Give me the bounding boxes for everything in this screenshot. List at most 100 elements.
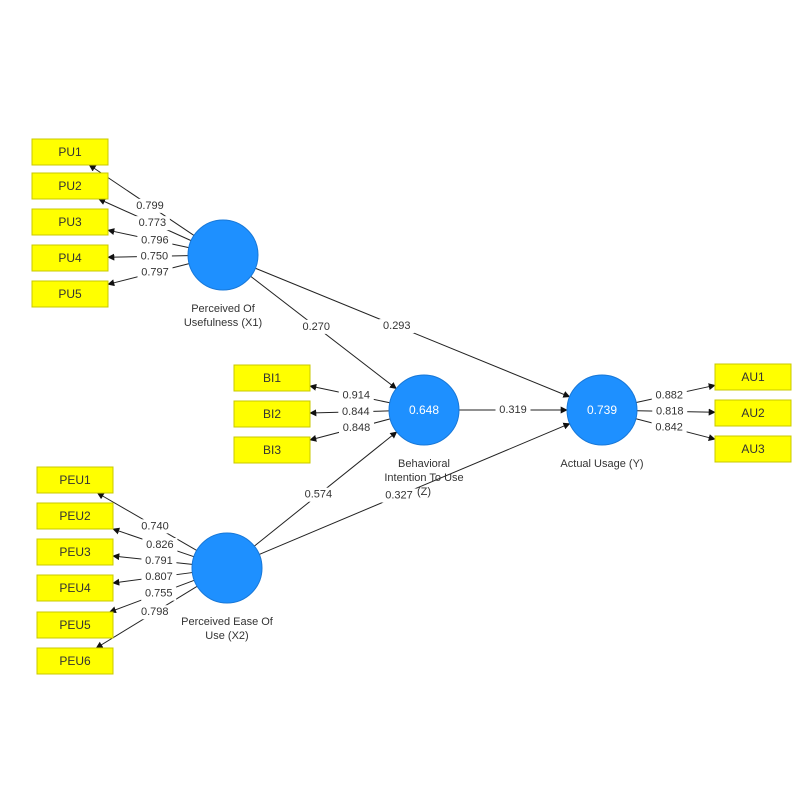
loading-label-peu6-bg [137,605,173,620]
latent-r2-value: 0.648 [409,403,439,417]
loading-label-peu1: 0.740 [141,520,169,532]
indicator-label: PU2 [58,179,82,193]
indicator-pu2[interactable]: PU2 [31,172,109,200]
indicator-pu5[interactable]: PU5 [31,280,109,308]
indicator-label: AU2 [741,406,765,420]
path-coef-x1-y-bg [379,319,415,334]
loading-label-pu2: 0.773 [139,217,167,229]
loading-label-peu5: 0.755 [145,588,173,600]
latent-name-line: Actual Usage (Y) [560,458,643,470]
loading-label-au2: 0.818 [656,405,684,417]
loading-label-peu2: 0.826 [146,539,174,551]
indicator-box [714,399,792,427]
indicator-box [31,172,109,200]
nodes-layer: PU1PU2PU3PU4PU5BI1BI2BI3PEU1PEU2PEU3PEU4… [31,138,792,675]
loading-label-peu1-bg [137,519,173,534]
latent-circle [388,374,460,446]
latent-circle [191,532,263,604]
indicator-label: AU1 [741,370,765,384]
latent-circle [187,219,259,291]
indicator-au1[interactable]: AU1 [714,363,792,391]
indicator-label: PU4 [58,251,82,265]
loading-label-pu4: 0.750 [141,250,169,262]
indicator-box [36,502,114,530]
latent-name-line: Perceived Ease Of [181,616,274,628]
path-coef-x2-z-bg [300,487,336,502]
loading-label-bi2-bg [338,404,374,419]
indicator-label: PU1 [58,145,82,159]
indicator-box [714,435,792,463]
indicator-au2[interactable]: AU2 [714,399,792,427]
path-coef-x1-z-bg [298,319,334,334]
indicator-label: BI3 [263,443,281,457]
loading-label-au3: 0.842 [655,421,683,433]
loading-label-au3-bg [651,420,687,435]
indicator-bi3[interactable]: BI3 [233,436,311,464]
indicator-peu6[interactable]: PEU6 [36,647,114,675]
loading-label-pu3: 0.796 [141,234,169,246]
latent-name-line: (Z) [417,486,431,498]
indicator-bi1[interactable]: BI1 [233,364,311,392]
indicator-box [31,244,109,272]
loading-label-pu5-bg [137,265,173,280]
indicator-label: PEU2 [59,509,91,523]
loading-label-pu1-bg [132,198,168,213]
indicator-box [36,574,114,602]
loading-label-peu3-bg [141,553,177,568]
indicator-label: PEU5 [59,618,91,632]
latent-x1[interactable]: Perceived Of Usefulness (X1) [184,219,262,329]
indicator-au3[interactable]: AU3 [714,435,792,463]
path-coef-x2-y: 0.327 [385,490,413,502]
loading-label-pu3-bg [137,233,173,248]
latent-name-line: Usefulness (X1) [184,317,262,329]
loading-label-au1: 0.882 [656,389,684,401]
indicator-label: PEU6 [59,654,91,668]
latent-name-line: Use (X2) [205,630,248,642]
indicator-peu2[interactable]: PEU2 [36,502,114,530]
indicator-pu3[interactable]: PU3 [31,208,109,236]
indicator-box [36,647,114,675]
latent-name-line: Behavioral [398,458,450,470]
latent-name-line: Intention To Use [384,472,463,484]
indicator-label: PU3 [58,215,82,229]
indicator-peu3[interactable]: PEU3 [36,538,114,566]
loading-label-peu3: 0.791 [145,555,173,567]
loading-label-au1-bg [651,388,687,403]
loading-label-pu1: 0.799 [136,200,164,212]
indicator-label: PU5 [58,287,82,301]
latent-x2[interactable]: Perceived Ease Of Use (X2) [181,532,274,642]
indicator-box [714,363,792,391]
indicator-bi2[interactable]: BI2 [233,400,311,428]
indicator-box [233,364,311,392]
path-coef-x2-z: 0.574 [305,489,333,501]
loading-label-pu5: 0.797 [141,266,169,278]
path-coef-z-y-bg [495,403,531,417]
indicator-pu4[interactable]: PU4 [31,244,109,272]
loading-label-peu5-bg [141,586,177,601]
indicator-label: AU3 [741,442,765,456]
coefficient-labels-layer: 0.7990.7730.7960.7500.7970.9140.8440.848… [132,198,688,620]
indicator-box [233,400,311,428]
path-coef-x2-y-bg [381,488,417,503]
indicator-peu5[interactable]: PEU5 [36,611,114,639]
indicator-peu1[interactable]: PEU1 [36,466,114,494]
indicator-box [36,466,114,494]
indicator-label: PEU3 [59,545,91,559]
loading-label-peu4-bg [141,569,177,584]
path-coef-x1-y: 0.293 [383,320,411,332]
loading-label-au2-bg [652,404,688,419]
indicator-box [36,611,114,639]
loading-label-bi1-bg [338,388,374,403]
loading-label-pu4-bg [136,249,172,264]
loading-label-bi3-bg [338,420,374,435]
latent-name-line: Perceived Of [191,303,256,315]
indicator-box [31,280,109,308]
indicator-box [233,436,311,464]
indicator-peu4[interactable]: PEU4 [36,574,114,602]
latent-circle [566,374,638,446]
indicator-pu1[interactable]: PU1 [31,138,109,166]
loading-label-pu2-bg [134,216,170,231]
path-coef-x1-z: 0.270 [302,321,330,333]
